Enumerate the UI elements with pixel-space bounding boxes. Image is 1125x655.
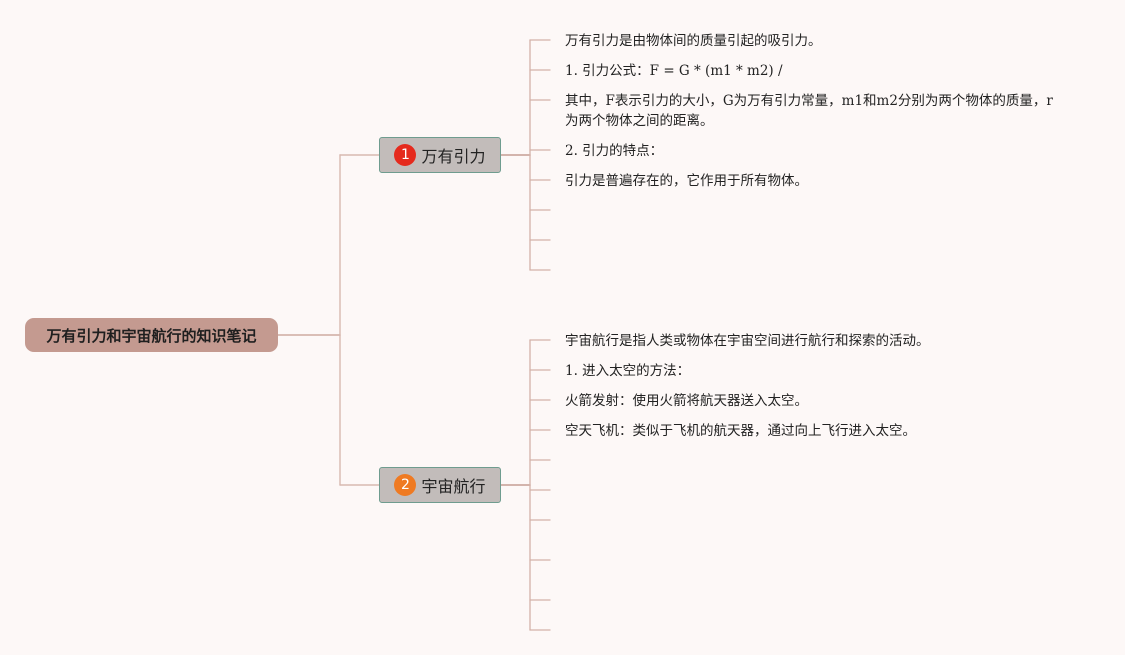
branch-node-label: 宇宙航行 [421, 477, 486, 496]
leaf-node[interactable]: 宇宙航行是指人类或物体在宇宙空间进行航行和探索的活动。 [565, 333, 930, 349]
branch-node-gravitation[interactable]: 1 万有引力 [379, 137, 501, 173]
branch-node-space-flight[interactable]: 2 宇宙航行 [379, 467, 501, 503]
leaf-node[interactable]: 1. 进入太空的方法： [565, 363, 691, 379]
root-node[interactable]: 万有引力和宇宙航行的知识笔记 [25, 318, 278, 352]
leaf-node[interactable]: 万有引力是由物体间的质量引起的吸引力。 [565, 33, 822, 49]
root-node-label: 万有引力和宇宙航行的知识笔记 [46, 326, 257, 345]
branch-node-label: 万有引力 [421, 147, 486, 166]
number-marker-icon: 1 [394, 144, 417, 166]
number-marker-icon: 2 [394, 474, 417, 496]
leaf-node[interactable]: 其中，F表示引力的大小，G为万有引力常量，m1和m2分别为两个物体的质量，r为两… [565, 93, 1053, 129]
leaf-node[interactable]: 火箭发射：使用火箭将航天器送入太空。 [565, 393, 808, 409]
leaf-node[interactable]: 1. 引力公式：F = G * (m1 * m2) / [565, 63, 783, 79]
leaf-node[interactable]: 引力是普遍存在的，它作用于所有物体。 [565, 173, 808, 189]
leaf-node[interactable]: 2. 引力的特点： [565, 143, 664, 159]
leaf-node[interactable]: 空天飞机：类似于飞机的航天器，通过向上飞行进入太空。 [565, 423, 916, 439]
